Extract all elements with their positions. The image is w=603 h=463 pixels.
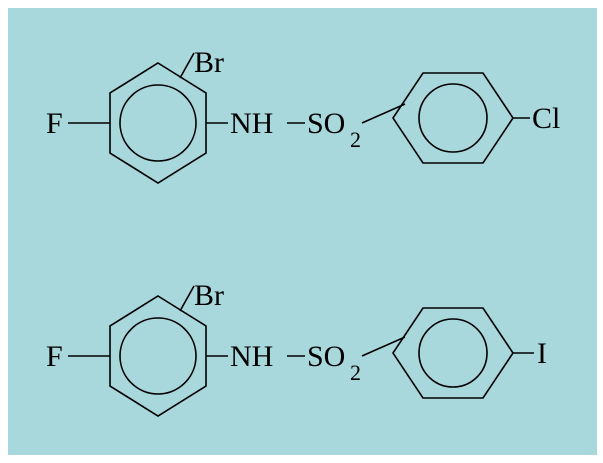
molecule-2: F Br NH SO 2 I — [46, 279, 547, 417]
molecule-1-so-label: SO — [307, 107, 345, 140]
molecule-1-nh-label: NH — [230, 107, 273, 140]
molecule-2-i-label: I — [537, 337, 547, 370]
molecule-1-left-ring-circle — [119, 84, 197, 162]
molecule-1-br-label: Br — [194, 46, 224, 79]
molecule-1-so2-subscript: 2 — [350, 127, 361, 152]
molecule-2-nh-label: NH — [230, 340, 273, 373]
diagram-panel — [8, 8, 597, 455]
molecule-2-f-label: F — [46, 340, 63, 373]
molecule-1-so2-ring-bond — [361, 103, 406, 124]
molecule-2-so2-ring-bond — [361, 336, 406, 357]
molecule-2-left-ring-circle — [119, 317, 197, 395]
molecule-2-right-ring-circle — [418, 318, 488, 388]
molecule-2-br-bond — [179, 285, 195, 312]
molecule-2-so2-subscript: 2 — [350, 360, 361, 385]
molecule-1-right-ring-circle — [418, 83, 488, 153]
molecule-1-br-bond — [179, 52, 195, 79]
molecule-2-so-label: SO — [307, 340, 345, 373]
molecule-1-f-label: F — [46, 107, 63, 140]
molecule-1: F Br NH SO 2 Cl — [46, 46, 560, 184]
molecule-2-br-label: Br — [194, 279, 224, 312]
molecule-2-left-ring — [109, 295, 207, 417]
molecule-1-cl-label: Cl — [532, 102, 560, 135]
molecule-1-left-ring — [109, 62, 207, 184]
molecule-2-right-ring — [392, 307, 514, 399]
molecule-1-right-ring — [392, 72, 514, 164]
